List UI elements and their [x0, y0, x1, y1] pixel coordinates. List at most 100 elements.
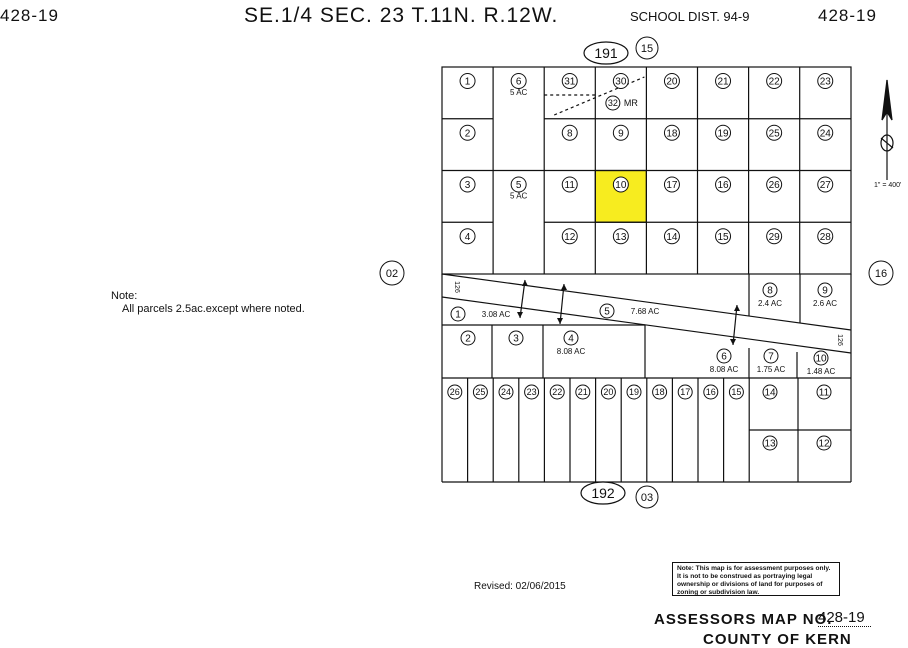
note-body: All parcels 2.5ac.except where noted.	[122, 303, 305, 315]
road-label: 126	[453, 281, 460, 293]
parcel-number-circle	[728, 384, 744, 400]
parcel-number-circle	[605, 95, 621, 111]
parcel-number-circle	[600, 384, 616, 400]
parcel-number-circle	[612, 124, 629, 141]
parcel-number-circle	[561, 228, 578, 245]
parcel-number: 21	[717, 77, 729, 88]
parcel-number-circle	[766, 73, 783, 89]
parcel-number-circle	[817, 176, 834, 193]
arrow-head	[734, 305, 740, 311]
parcel-number: 26	[769, 180, 781, 191]
road-edge	[441, 273, 852, 331]
parcel-number-circle	[817, 73, 834, 89]
parcel-number: 15	[731, 387, 741, 397]
revised-date: Revised: 02/06/2015	[474, 581, 566, 592]
adjacent-map-circle	[635, 36, 659, 60]
parcel-number-circle	[498, 384, 514, 400]
parcel-number-circle	[817, 282, 833, 298]
parcel-number-circle	[663, 176, 680, 193]
parcel-number: 9	[618, 128, 624, 139]
parcel-number: 16	[875, 268, 887, 280]
parcel-number: 8	[767, 286, 773, 297]
parcel-number-circle	[510, 176, 527, 193]
book-number: 192	[591, 485, 615, 501]
parcel-number-circle	[472, 384, 488, 400]
parcel-area: 8.08 AC	[710, 365, 739, 374]
parcel-number: 21	[578, 387, 588, 397]
parcel-number: 31	[564, 77, 576, 88]
county-name: COUNTY OF KERN	[703, 631, 852, 648]
parcel-number: 5	[604, 307, 610, 318]
parcel-number: 11	[819, 388, 830, 399]
road-edge	[441, 296, 852, 354]
parcel-number-circle	[677, 384, 693, 400]
parcel-number-circle	[817, 124, 834, 141]
parcel-number: 5	[516, 180, 522, 191]
parcel-area: 8.08 AC	[557, 347, 586, 356]
parcel-number-circle	[762, 282, 778, 298]
parcel-number: 26	[450, 387, 460, 397]
parcel-number-circle	[766, 176, 783, 193]
parcel-number: 2	[465, 334, 471, 345]
parcel-number-circle	[816, 384, 832, 400]
parcel-number: 17	[680, 387, 690, 397]
parcel-number-circle	[447, 384, 463, 400]
parcel-number: 16	[717, 180, 729, 191]
parcel-number: 2	[465, 128, 471, 139]
parcel-number: 8	[567, 128, 573, 139]
parcel-number: 13	[615, 232, 627, 243]
book-number-bottom	[580, 481, 626, 505]
scale-label: 1" = 400'	[874, 182, 902, 189]
parcel-number: 15	[641, 43, 653, 55]
disclaimer-box: Note: This map is for assessment purpose…	[672, 562, 840, 596]
parcel-number-circle	[715, 124, 732, 141]
parcel-number: 12	[564, 232, 576, 243]
parcel-number: 3	[513, 334, 519, 345]
parcel-number-circle	[652, 384, 668, 400]
note-title: Note:	[111, 290, 138, 302]
header-map-number-right: 428-19	[818, 6, 877, 25]
parcel-number: 23	[820, 77, 832, 88]
parcel-number: 02	[386, 268, 398, 280]
parcel-area: 5 AC	[510, 88, 528, 97]
parcel-number: 23	[527, 387, 537, 397]
parcel-number-circle	[524, 384, 540, 400]
parcel-number: 6	[516, 77, 522, 88]
parcel-number: 22	[769, 77, 781, 88]
arrow-head	[730, 339, 736, 345]
parcel-number: 9	[822, 286, 828, 297]
parcel-number: 14	[666, 232, 678, 243]
dashed-line	[553, 76, 645, 116]
parcel-number-circle	[459, 124, 476, 141]
parcel-number-circle	[612, 73, 629, 89]
parcel-number-circle	[459, 176, 476, 193]
adjacent-map-circle	[635, 485, 659, 509]
parcel-number-circle	[762, 435, 778, 451]
parcel-area: 7.68 AC	[631, 307, 660, 316]
parcel-area: 2.4 AC	[758, 299, 782, 308]
parcel-number-circle	[549, 384, 565, 400]
parcel-number: 03	[641, 492, 653, 504]
parcel-number: 1	[465, 77, 471, 88]
parcel-number: 20	[603, 387, 613, 397]
parcel-number: 15	[717, 232, 729, 243]
parcel-number-circle	[561, 176, 578, 193]
parcel-number: 12	[818, 439, 830, 450]
parcel-number: 4	[465, 232, 471, 243]
school-district: SCHOOL DIST. 94-9	[630, 9, 750, 24]
road-label: 126	[836, 334, 843, 346]
parcel-number-circle	[612, 228, 629, 245]
parcel-suffix: MR	[624, 98, 638, 108]
parcel-number: 18	[666, 128, 678, 139]
parcel-number-circle	[762, 384, 778, 400]
parcel-number: 1	[455, 310, 461, 321]
parcel-number: 29	[769, 232, 781, 243]
parcel-number: 28	[820, 232, 832, 243]
parcel-number: 30	[615, 77, 627, 88]
parcel-number: 24	[820, 128, 832, 139]
parcel-number: 11	[565, 180, 576, 191]
parcel-number: 25	[475, 387, 485, 397]
parcel-number-circle	[813, 350, 829, 366]
parcel-number-circle	[816, 435, 832, 451]
book-number: 191	[594, 45, 618, 61]
